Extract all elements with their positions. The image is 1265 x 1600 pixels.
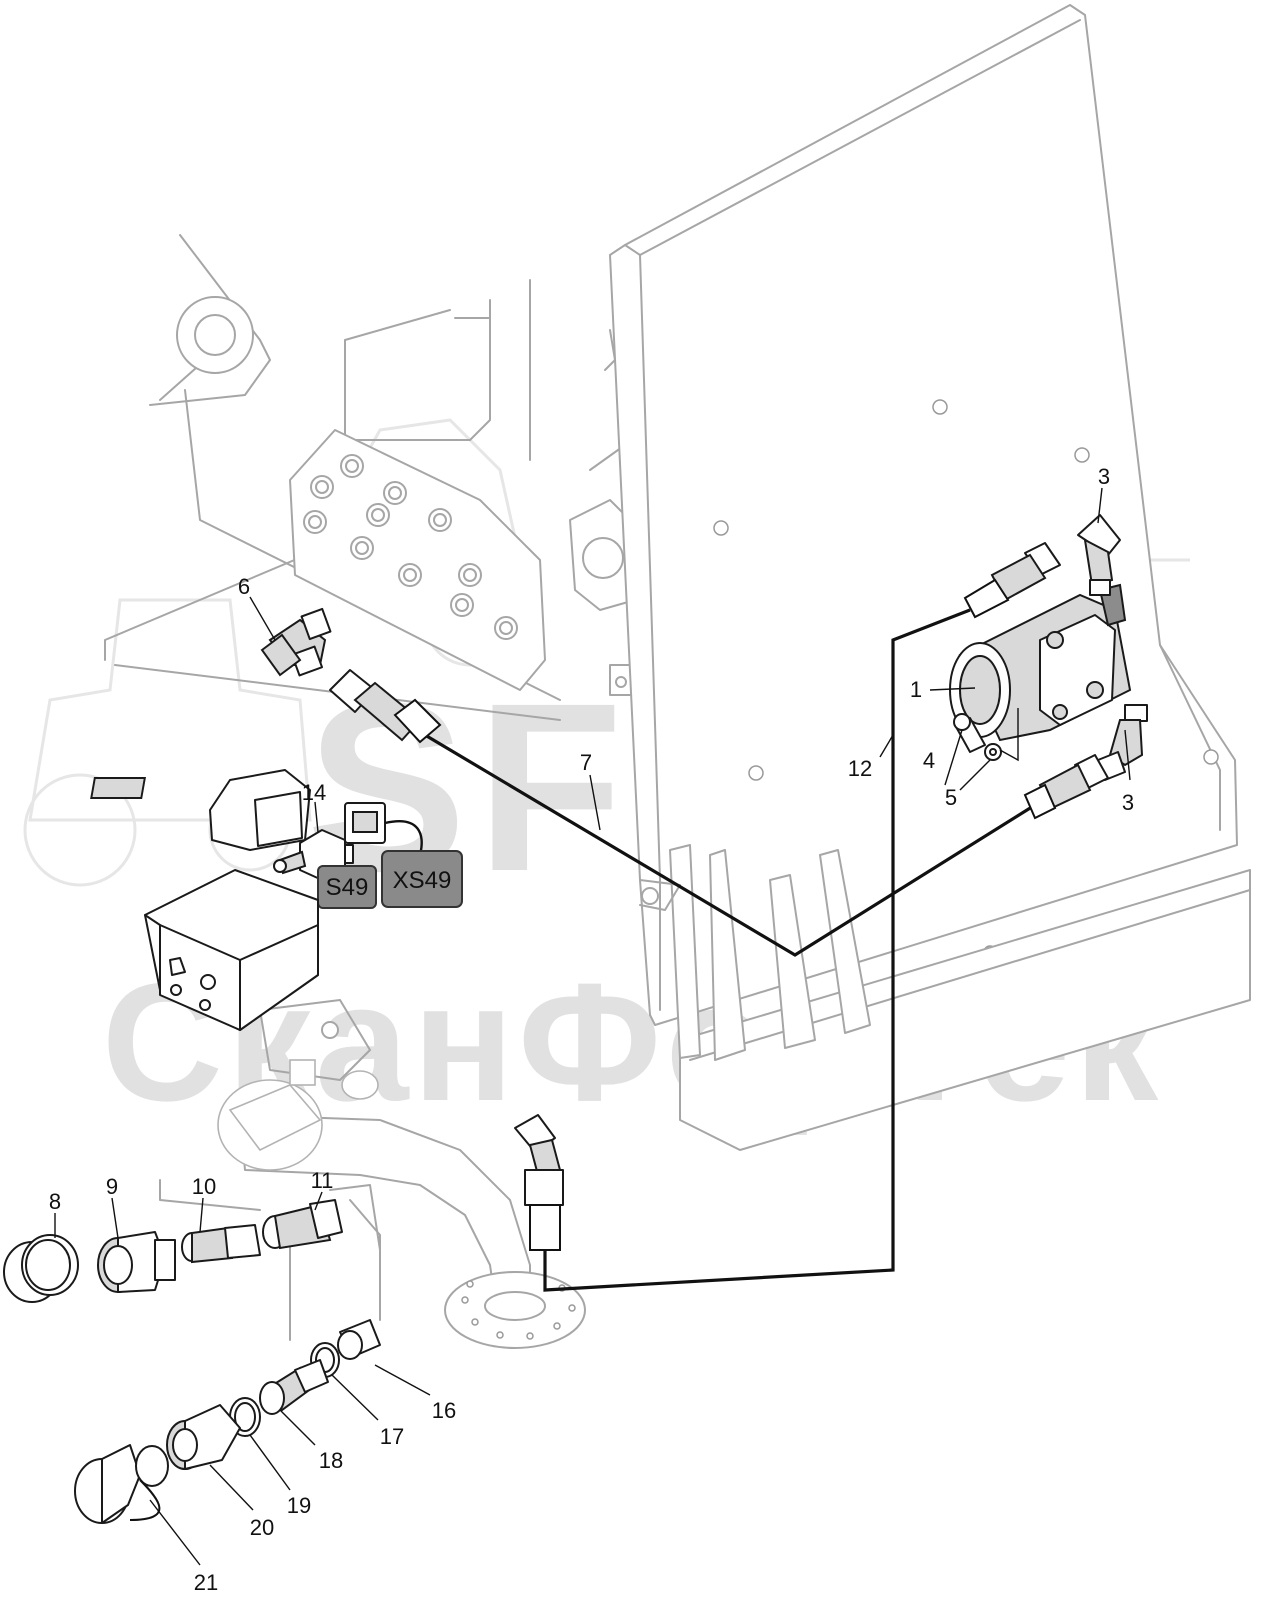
relay-block [90, 769, 311, 851]
s49-connector-tag: S49 [317, 865, 377, 909]
callout-21: 21 [194, 1570, 218, 1595]
xs49-socket-housing [344, 802, 423, 856]
hose-7-end-fitting [329, 669, 442, 744]
part-20-coupler-male [166, 1404, 241, 1470]
part-17-seal-ring [310, 1342, 340, 1378]
callout-3-upper: 3 [1098, 464, 1110, 489]
switch-mounting-bracket [144, 869, 319, 1031]
hose-7-end-fitting-pump [1023, 754, 1109, 820]
part-11-bulkhead-fitting [262, 1199, 343, 1250]
callout-10: 10 [192, 1174, 216, 1199]
filter-housing [217, 1059, 379, 1171]
callout-9: 9 [106, 1174, 118, 1199]
s49-label: S49 [326, 874, 369, 901]
part-8-dust-cap [3, 1234, 79, 1303]
xs49-connector-tag: XS49 [381, 850, 463, 908]
callout-12: 12 [848, 756, 872, 781]
part-9-coupler-female [97, 1231, 176, 1293]
part-1-electric-pump [949, 583, 1132, 742]
callout-19: 19 [287, 1493, 311, 1518]
leader-lines [54, 487, 1131, 1566]
callout-8: 8 [49, 1189, 61, 1214]
valve-block [289, 429, 546, 691]
callout-20: 20 [250, 1515, 274, 1540]
callout-7: 7 [580, 750, 592, 775]
callout-3-lower: 3 [1122, 790, 1134, 815]
hydraulic-lines [424, 608, 1036, 1292]
callout-11: 11 [311, 1168, 334, 1193]
part-5-washer [984, 743, 1002, 761]
part-10-nipple [181, 1224, 261, 1264]
valve-block-ports [303, 454, 518, 640]
part-21-dust-cap-with-strap [74, 1444, 169, 1524]
callout-14: 14 [302, 780, 326, 805]
callout-6: 6 [238, 574, 250, 599]
part-18-adapter [259, 1359, 329, 1415]
callout-17: 17 [380, 1424, 404, 1449]
xs49-label: XS49 [393, 867, 452, 894]
part-3-elbow-fitting-upper [1077, 514, 1121, 596]
callout-4: 4 [923, 748, 935, 773]
hose-12-end-fitting-pump [963, 542, 1061, 619]
callout-1: 1 [910, 677, 922, 702]
callout-numbers: 3 1 4 5 3 6 7 12 14 8 9 10 11 16 17 18 1… [49, 464, 1134, 1595]
callout-18: 18 [319, 1448, 343, 1473]
part-6-elbow-fitting [260, 607, 332, 677]
callout-5: 5 [945, 785, 957, 810]
hose-12 [543, 608, 971, 1292]
hose-7 [424, 733, 1036, 957]
callout-16: 16 [432, 1398, 456, 1423]
part-16-tube [337, 1319, 381, 1360]
mounting-panel [609, 4, 1238, 1026]
hose-12-end-fitting-lower [514, 1114, 564, 1251]
